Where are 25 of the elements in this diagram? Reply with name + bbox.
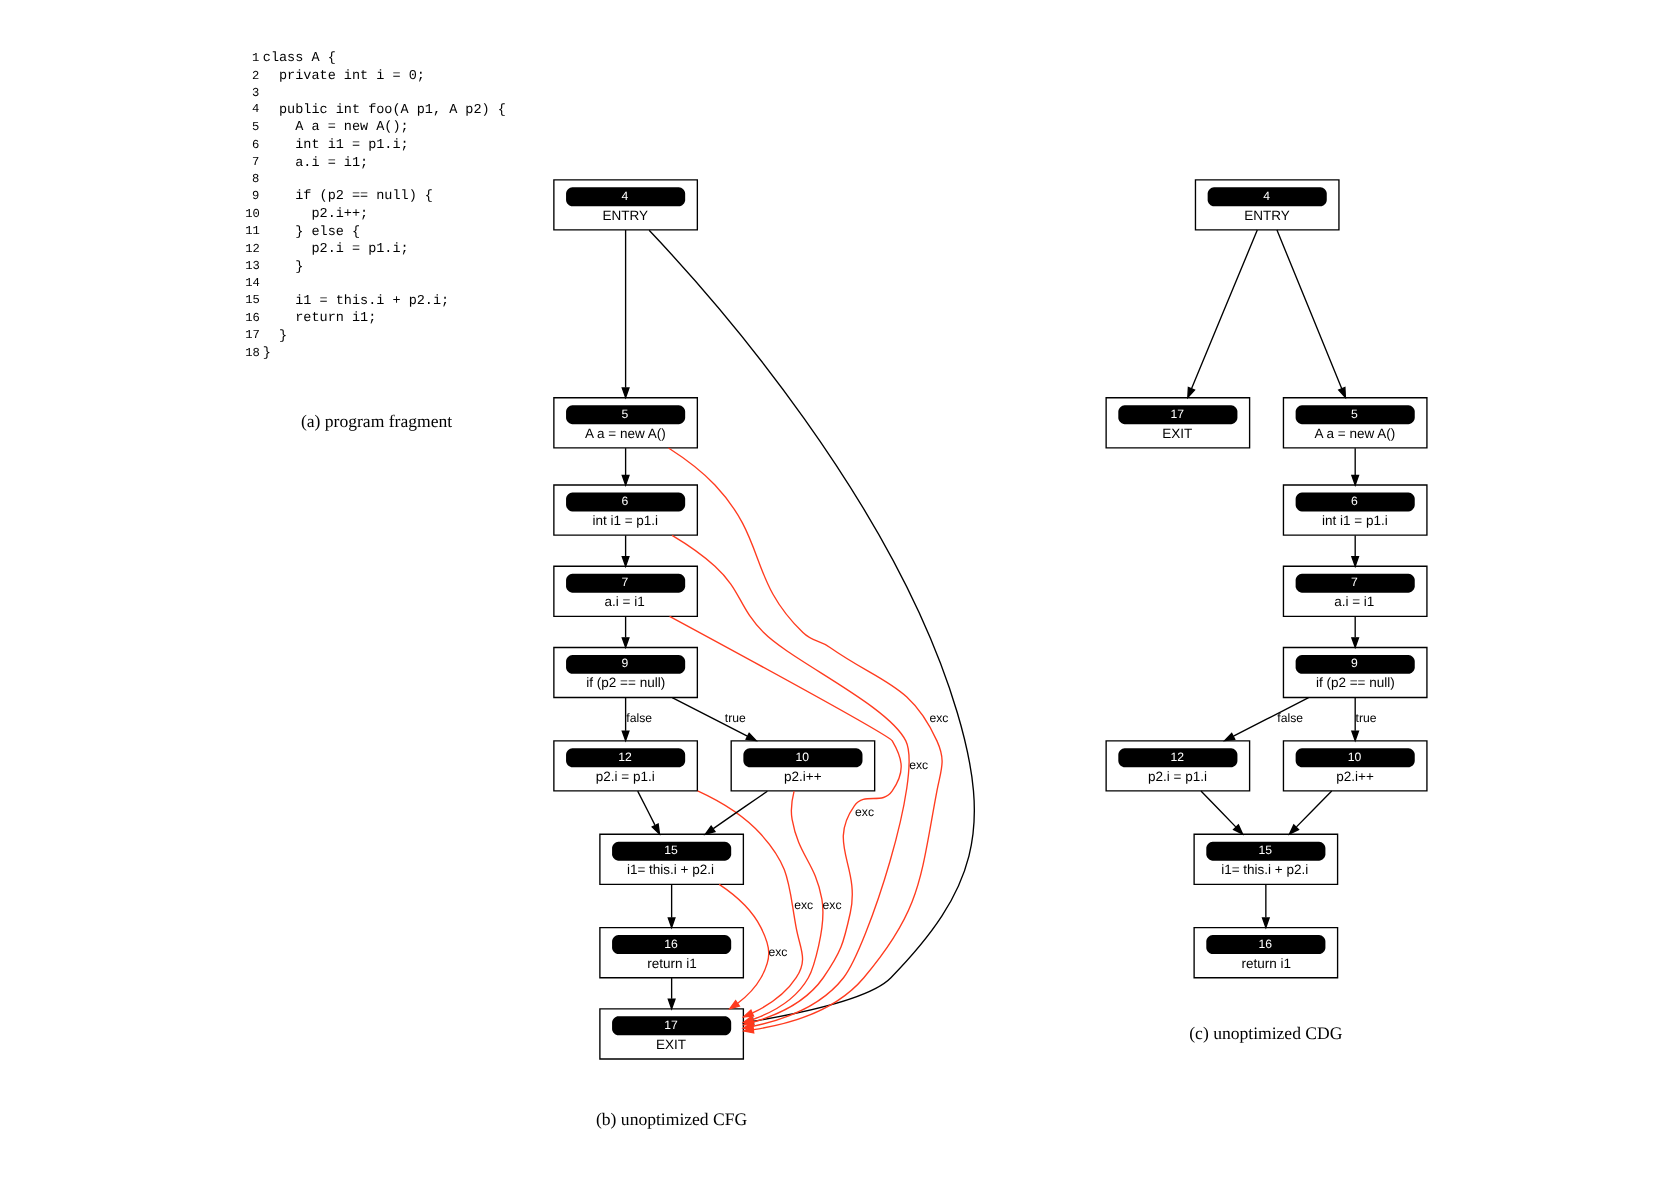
arrow	[1200, 790, 1244, 836]
arrow	[703, 790, 769, 836]
arrow	[1350, 534, 1360, 569]
arrow	[1261, 883, 1271, 930]
arrow	[1350, 697, 1360, 743]
arrow	[1350, 447, 1360, 487]
arrow	[621, 447, 630, 487]
arrow	[621, 229, 630, 400]
arrow	[667, 883, 676, 930]
label: (c) unoptimized CDG	[1189, 1022, 1343, 1043]
arrow	[1276, 229, 1347, 400]
arrow	[667, 977, 676, 1011]
arrow	[718, 883, 770, 1010]
arrow	[696, 790, 804, 1018]
arrow	[1187, 229, 1258, 400]
label: (b) unoptimized CFG	[596, 1109, 748, 1130]
arrow	[671, 697, 758, 742]
label: (a) program fragment	[300, 411, 453, 432]
arrow	[1288, 790, 1333, 836]
arrow	[621, 534, 630, 569]
arrow	[621, 697, 630, 743]
arrow	[1350, 615, 1360, 650]
arrow	[1222, 697, 1310, 742]
arrow	[637, 790, 661, 836]
arrow	[621, 615, 630, 650]
